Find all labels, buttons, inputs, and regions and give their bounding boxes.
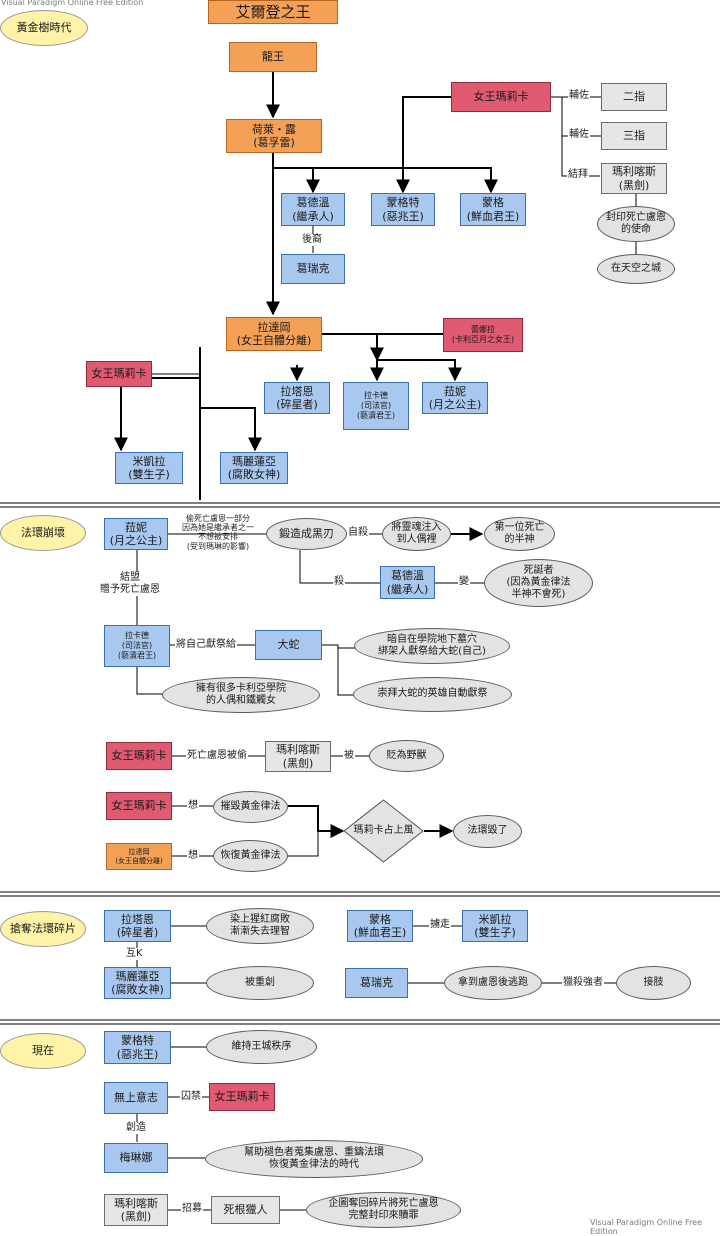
node-queen-marika-e: 女王瑪莉卡 <box>209 1083 275 1111</box>
label-suicide: 自殺 <box>347 527 369 539</box>
node-radahn-a: 拉塔恩 (碎星者) <box>264 382 330 414</box>
decision-marika-wins <box>343 799 424 863</box>
node-queen-marika-c: 女王瑪莉卡 <box>106 742 172 770</box>
ellipse-first-demigod: 第一位死亡 的半神 <box>484 517 555 551</box>
label-alliance: 結盟 贈予死亡盧恩 <box>99 572 161 596</box>
node-godfrey: 荷萊・露 (葛孚雷) <box>226 119 322 153</box>
label-kill: 殺 <box>333 576 345 588</box>
label-by: 被 <box>343 750 355 762</box>
node-morgott-a: 蒙格特 (惡兆王) <box>371 193 435 226</box>
section-shard-war: 搶奪法環碎片 <box>0 911 86 947</box>
section-golden-era: 黃金樹時代 <box>0 10 88 46</box>
node-death-root-hunter: 死根獵人 <box>211 1196 280 1224</box>
ellipse-seal-mission: 封印死亡盧恩 的使命 <box>597 206 675 242</box>
label-become: 變 <box>458 576 470 588</box>
label-want-1: 想 <box>187 800 199 812</box>
ellipse-restore-law: 恢復黃金律法 <box>213 840 288 872</box>
ellipse-reseal-rune: 企圖奪回碎片將死亡盧恩 完整封印來贖罪 <box>306 1192 461 1228</box>
node-maliketh-a: 瑪利喀斯 (黑劍) <box>601 163 667 194</box>
node-greater-will: 無上意志 <box>104 1082 168 1114</box>
ellipse-ring-broken: 法環毀了 <box>453 815 522 848</box>
node-radahn-b: 拉塔恩 (碎星者) <box>104 910 171 942</box>
ellipse-soul-puppet: 將靈魂注入 到人偶裡 <box>382 517 451 551</box>
note-death-rune: 偷死亡盧恩一部分 因為她是繼承者之一 不想被安排 (受到瑪琳的影響) <box>182 514 254 551</box>
label-assist-2: 輔佐 <box>568 129 590 141</box>
label-create: 創造 <box>125 1122 147 1134</box>
watermark-top: Visual Paradigm Online Free Edition <box>1 0 144 7</box>
node-radagon: 拉達岡 (女王自體分離) <box>226 317 322 351</box>
node-queen-marika-a: 女王瑪莉卡 <box>451 82 551 112</box>
label-want-2: 想 <box>187 850 199 862</box>
node-two-fingers: 二指 <box>601 83 667 111</box>
ellipse-black-blade: 鍛造成黑刃 <box>266 518 347 550</box>
node-rennala: 蕾娜拉 (卡利亞月之女王) <box>443 318 523 352</box>
ellipse-destroy-law: 摧毀黃金律法 <box>213 791 288 823</box>
ellipse-sky-city: 在天空之城 <box>597 254 675 284</box>
node-morgott-b: 蒙格特 (惡兆王) <box>104 1031 171 1064</box>
node-serpent: 大蛇 <box>255 630 322 660</box>
ellipse-keep-order: 維持王城秩序 <box>206 1030 317 1064</box>
node-ranni-b: 菈妮 (月之公主) <box>104 518 168 550</box>
ellipse-catacombs: 暗自在學院地下墓穴 綁架人獻祭給大蛇(自己) <box>354 628 510 664</box>
node-miquella-b: 米凱拉 (雙生子) <box>462 910 528 942</box>
ellipse-beast: 貶為野獸 <box>369 740 444 772</box>
label-imprison: 囚禁 <box>180 1091 202 1103</box>
node-mohg-a: 蒙格 (鮮血君王) <box>460 193 526 226</box>
node-queen-marika-d: 女王瑪莉卡 <box>106 792 172 820</box>
node-godwyn-b: 葛德溫 (繼承人) <box>380 566 435 599</box>
label-rune-stolen: 死亡盧恩被偷 <box>186 750 248 762</box>
ellipse-puppets: 擁有很多卡利亞學院 的人偶和鐵觸女 <box>162 677 320 713</box>
label-assist-1: 輔佐 <box>568 90 590 102</box>
ellipse-graft: 接肢 <box>616 966 691 1000</box>
node-radagon-b: 拉達岡 (女王自體分離) <box>106 843 172 870</box>
label-sacrifice: 將自己獻祭給 <box>175 639 237 651</box>
node-rykard-a: 拉卡德 (司法官) (褻瀆君王) <box>343 382 409 430</box>
section-ring-shattering: 法環崩壞 <box>0 515 86 551</box>
node-maliketh-b: 瑪利喀斯 (黑劍) <box>265 741 331 772</box>
node-mohg-b: 蒙格 (鮮血君王) <box>347 910 413 942</box>
label-recruit: 招募 <box>181 1203 203 1215</box>
node-godrick-b: 葛瑞克 <box>345 968 408 998</box>
label-descendant: 後裔 <box>301 234 323 246</box>
ellipse-deathborn: 死誕者 (因為黃金律法 半神不會死) <box>484 559 593 607</box>
ellipse-help-tarnished: 幫助褪色者蒐集盧恩、重鑄法環 恢復黃金律法的時代 <box>205 1140 423 1178</box>
label-slay-strong: 獵殺強者 <box>562 977 604 989</box>
ellipse-scarlet-rot: 染上猩紅腐敗 漸漸失去理智 <box>206 908 314 944</box>
node-queen-marika-b: 女王瑪莉卡 <box>86 361 152 387</box>
ellipse-hero-worship: 崇拜大蛇的英雄自動獻祭 <box>353 677 512 712</box>
section-present: 現在 <box>0 1033 86 1069</box>
node-maliketh-c: 瑪利喀斯 (黑劍) <box>104 1194 168 1226</box>
node-godrick-a: 葛瑞克 <box>281 254 345 284</box>
ellipse-flee: 拿到盧恩後逃跑 <box>444 966 542 1000</box>
node-miquella-a: 米凱拉 (雙生子) <box>115 452 183 484</box>
decision-label: 瑪莉卡占上風 <box>353 824 414 836</box>
node-malenia-b: 瑪麗蓮亞 (腐敗女神) <box>104 967 171 999</box>
node-three-fingers: 三指 <box>601 122 667 150</box>
ellipse-wounded: 被重創 <box>206 966 314 1000</box>
node-malenia-a: 瑪麗蓮亞 (腐敗女神) <box>220 452 288 484</box>
diagram-title: 艾爾登之王 <box>208 0 338 24</box>
label-abduct: 擄走 <box>429 919 451 931</box>
label-sworn: 結拜 <box>567 169 589 181</box>
label-mutual-ko: 互K <box>125 948 144 960</box>
node-rykard-b: 拉卡德 (司法官) (褻瀆君王) <box>104 625 170 667</box>
watermark-bottom: Visual Paradigm Online Free Edition <box>590 1218 703 1236</box>
node-godwyn-a: 葛德溫 (繼承人) <box>281 193 345 226</box>
node-ranni-a: 菈妮 (月之公主) <box>422 382 488 414</box>
node-dragon-king: 龍王 <box>229 42 317 72</box>
node-melina: 梅琳娜 <box>104 1143 168 1173</box>
